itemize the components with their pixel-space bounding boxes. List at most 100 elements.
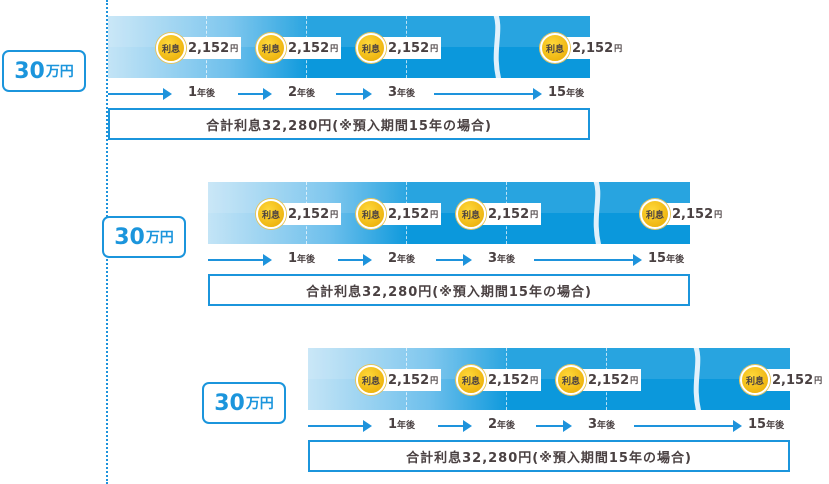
interest-label: 利息 (261, 210, 280, 221)
total-interest-text: 合計利息32,280円(※預入期間15年の場合) (406, 450, 692, 466)
interest-label: 利息 (561, 376, 580, 387)
year-suffix: 年後 (197, 89, 216, 99)
amount-unit: 万円 (145, 230, 174, 246)
year-label: 3年後 (488, 251, 515, 266)
year-suffix: 年後 (666, 255, 685, 265)
year-suffix: 年後 (497, 421, 516, 431)
total-interest-box: 合計利息32,280円(※預入期間15年の場合) (308, 440, 790, 472)
currency-unit: 円 (714, 209, 723, 219)
payment-value: 2,152 (188, 40, 230, 56)
payment-value: 2,152 (388, 206, 430, 222)
interest-coin-icon: 利息 (640, 199, 670, 229)
year-suffix: 年後 (297, 255, 316, 265)
payment-value: 2,152 (288, 206, 330, 222)
interest-coin-icon: 利息 (356, 33, 386, 63)
payment-value: 2,152 (588, 372, 630, 388)
timeline-arrow (634, 420, 742, 432)
timeline-arrow (308, 420, 372, 432)
payment-value: 2,152 (772, 372, 814, 388)
year-number: 2 (388, 251, 398, 266)
amount-value: 30 (14, 58, 45, 84)
interest-label: 利息 (361, 210, 380, 221)
time-skip-wave-icon (593, 182, 602, 244)
interest-coin-icon: 利息 (456, 365, 486, 395)
currency-unit: 円 (814, 375, 823, 385)
amount-value: 30 (114, 224, 145, 250)
year-number: 1 (388, 417, 398, 432)
interest-coin-icon: 利息 (356, 199, 386, 229)
interest-label: 利息 (161, 44, 180, 55)
payment-value: 2,152 (288, 40, 330, 56)
year-suffix: 年後 (597, 421, 616, 431)
payment-value: 2,152 (388, 40, 430, 56)
payment-value: 2,152 (388, 372, 430, 388)
total-interest-text: 合計利息32,280円(※預入期間15年の場合) (206, 118, 492, 134)
year-label: 2年後 (488, 417, 515, 432)
timeline-arrow (108, 88, 172, 100)
interest-coin-icon: 利息 (256, 33, 286, 63)
year-suffix: 年後 (397, 89, 416, 99)
interest-label: 利息 (361, 376, 380, 387)
year-suffix: 年後 (397, 255, 416, 265)
year-label: 15年後 (748, 417, 784, 432)
interest-label: 利息 (545, 44, 564, 55)
year-suffix: 年後 (297, 89, 316, 99)
interest-label: 利息 (361, 44, 380, 55)
payment-value: 2,152 (572, 40, 614, 56)
year-number: 1 (288, 251, 298, 266)
currency-unit: 円 (614, 43, 623, 53)
interest-label: 利息 (745, 376, 764, 387)
interest-coin-icon: 利息 (740, 365, 770, 395)
interest-label: 利息 (645, 210, 664, 221)
year-label: 2年後 (288, 85, 315, 100)
currency-unit: 円 (630, 375, 639, 385)
year-label: 3年後 (388, 85, 415, 100)
time-skip-wave-icon (493, 16, 502, 78)
amount-value: 30 (214, 390, 245, 416)
year-number: 3 (388, 85, 398, 100)
year-label: 1年後 (388, 417, 415, 432)
year-suffix: 年後 (566, 89, 585, 99)
timeline-arrow (436, 254, 472, 266)
interest-label: 利息 (461, 376, 480, 387)
payment-value: 2,152 (488, 206, 530, 222)
timeline-arrow (536, 420, 572, 432)
interest-label: 利息 (261, 44, 280, 55)
year-number: 2 (288, 85, 298, 100)
currency-unit: 円 (330, 209, 339, 219)
timeline-arrow (238, 88, 272, 100)
year-label: 3年後 (588, 417, 615, 432)
year-number: 1 (188, 85, 198, 100)
interest-coin-icon: 利息 (256, 199, 286, 229)
interest-coin-icon: 利息 (356, 365, 386, 395)
currency-unit: 円 (330, 43, 339, 53)
amount-unit: 万円 (245, 396, 274, 412)
year-number: 3 (588, 417, 598, 432)
interest-label: 利息 (461, 210, 480, 221)
interest-coin-icon: 利息 (456, 199, 486, 229)
interest-coin-icon: 利息 (540, 33, 570, 63)
year-number: 2 (488, 417, 498, 432)
interest-coin-icon: 利息 (156, 33, 186, 63)
year-label: 15年後 (548, 85, 584, 100)
year-label: 15年後 (648, 251, 684, 266)
timeline-arrow (438, 420, 472, 432)
timeline-arrow (434, 88, 542, 100)
year-suffix: 年後 (397, 421, 416, 431)
timeline-arrow (338, 254, 372, 266)
